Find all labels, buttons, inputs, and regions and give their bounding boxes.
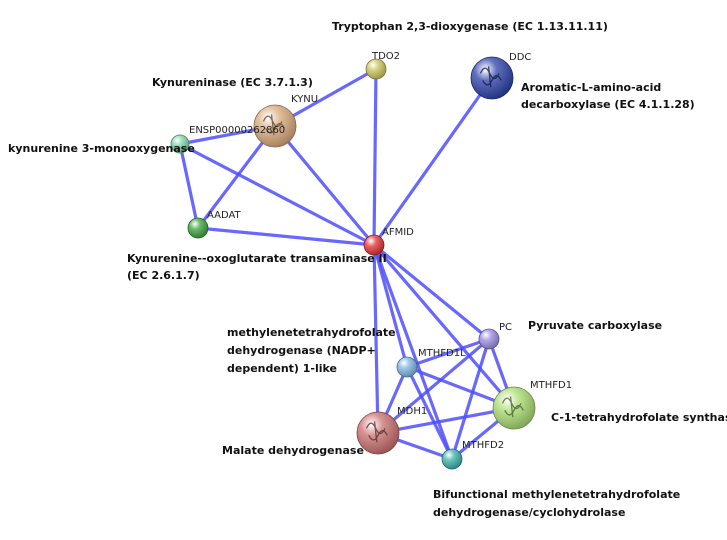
node-mthfd2[interactable] (441, 448, 463, 470)
protein-structure-icon (479, 66, 502, 88)
edge-pc-mthfd1l (405, 337, 491, 369)
desc-mthfd1: C-1-tetrahydrofolate synthase (551, 411, 727, 424)
desc-mthfd2-line2: dehydrogenase/cyclohydrolase (433, 506, 625, 519)
edge-afmid-mthfd1 (372, 243, 516, 410)
edge-kynu-afmid (273, 124, 376, 247)
edge-tdo2-afmid (372, 67, 378, 247)
desc-mthfd1l-line2: dehydrogenase (NADP+ (227, 344, 376, 357)
edge-ensp-aadat (178, 142, 200, 230)
node-ddc[interactable] (470, 56, 514, 100)
node-label-mthfd1l: MTHFD1L (418, 348, 466, 359)
edge-ensp-afmid (178, 142, 376, 247)
node-aadat[interactable] (187, 217, 209, 239)
desc-ddc-line2: decarboxylase (EC 4.1.1.28) (521, 98, 695, 111)
node-label-tdo2: TDO2 (371, 51, 400, 62)
edge-mthfd1l-mthfd2 (405, 365, 454, 461)
desc-pc: Pyruvate carboxylase (528, 319, 662, 332)
desc-ddc-line1: Aromatic-L-amino-acid (521, 81, 661, 94)
node-mdh1[interactable] (356, 411, 400, 455)
node-pc[interactable] (478, 328, 500, 350)
node-label-mthfd2: MTHFD2 (462, 440, 504, 451)
node-bubble[interactable] (478, 328, 500, 350)
node-label-afmid: AFMID (382, 227, 414, 238)
node-bubble[interactable] (396, 356, 418, 378)
edge-afmid-pc (372, 243, 491, 341)
node-mthfd1l[interactable] (396, 356, 418, 378)
edge-pc-mthfd2 (450, 337, 491, 461)
node-label-mdh1: MDH1 (397, 406, 427, 417)
desc-kynu: Kynureninase (EC 3.7.1.3) (152, 76, 313, 89)
desc-mthfd1l-line1: methylenetetrahydrofolate (227, 326, 396, 339)
desc-ensp: kynurenine 3-monooxygenase (8, 142, 195, 155)
node-label-pc: PC (499, 322, 512, 333)
protein-structure-icon (262, 114, 285, 136)
desc-mdh1: Malate dehydrogenase (222, 444, 364, 457)
node-bubble[interactable] (365, 58, 387, 80)
node-label-ensp: ENSP00000262860 (189, 125, 285, 136)
node-bubble[interactable] (170, 134, 190, 154)
node-bubble[interactable] (363, 234, 385, 256)
edge-mthfd1-mdh1 (376, 406, 516, 435)
protein-structure-icon (501, 396, 524, 418)
node-kynu[interactable] (253, 104, 297, 148)
node-mthfd1[interactable] (492, 386, 536, 430)
node-tdo2[interactable] (365, 58, 387, 80)
desc-aadat-line1: Kynurenine--oxoglutarate transaminase II (127, 252, 387, 265)
description-labels: Tryptophan 2,3-dioxygenase (EC 1.13.11.1… (8, 20, 727, 519)
edge-ddc-afmid (372, 76, 494, 247)
desc-mthfd2-line1: Bifunctional methylenetetrahydrofolate (433, 488, 680, 501)
edge-aadat-afmid (196, 226, 376, 247)
node-afmid[interactable] (363, 234, 385, 256)
node-bubble[interactable] (441, 448, 463, 470)
desc-mthfd1l-line3: dependent) 1-like (227, 362, 337, 375)
desc-aadat-line2: (EC 2.6.1.7) (127, 269, 200, 282)
edge-layer (178, 67, 516, 461)
edge-pc-mdh1 (376, 337, 491, 435)
desc-tdo2: Tryptophan 2,3-dioxygenase (EC 1.13.11.1… (332, 20, 608, 33)
protein-structure-icon (365, 421, 388, 443)
node-label-kynu: KYNU (291, 94, 318, 105)
node-layer (170, 56, 536, 470)
edge-afmid-mdh1 (372, 243, 380, 435)
node-label-mthfd1: MTHFD1 (530, 380, 572, 391)
node-label-ddc: DDC (509, 52, 531, 63)
node-bubble[interactable] (187, 217, 209, 239)
node-ensp[interactable] (170, 134, 190, 154)
node-label-aadat: AADAT (207, 210, 242, 221)
edge-afmid-mthfd1l (372, 243, 409, 369)
